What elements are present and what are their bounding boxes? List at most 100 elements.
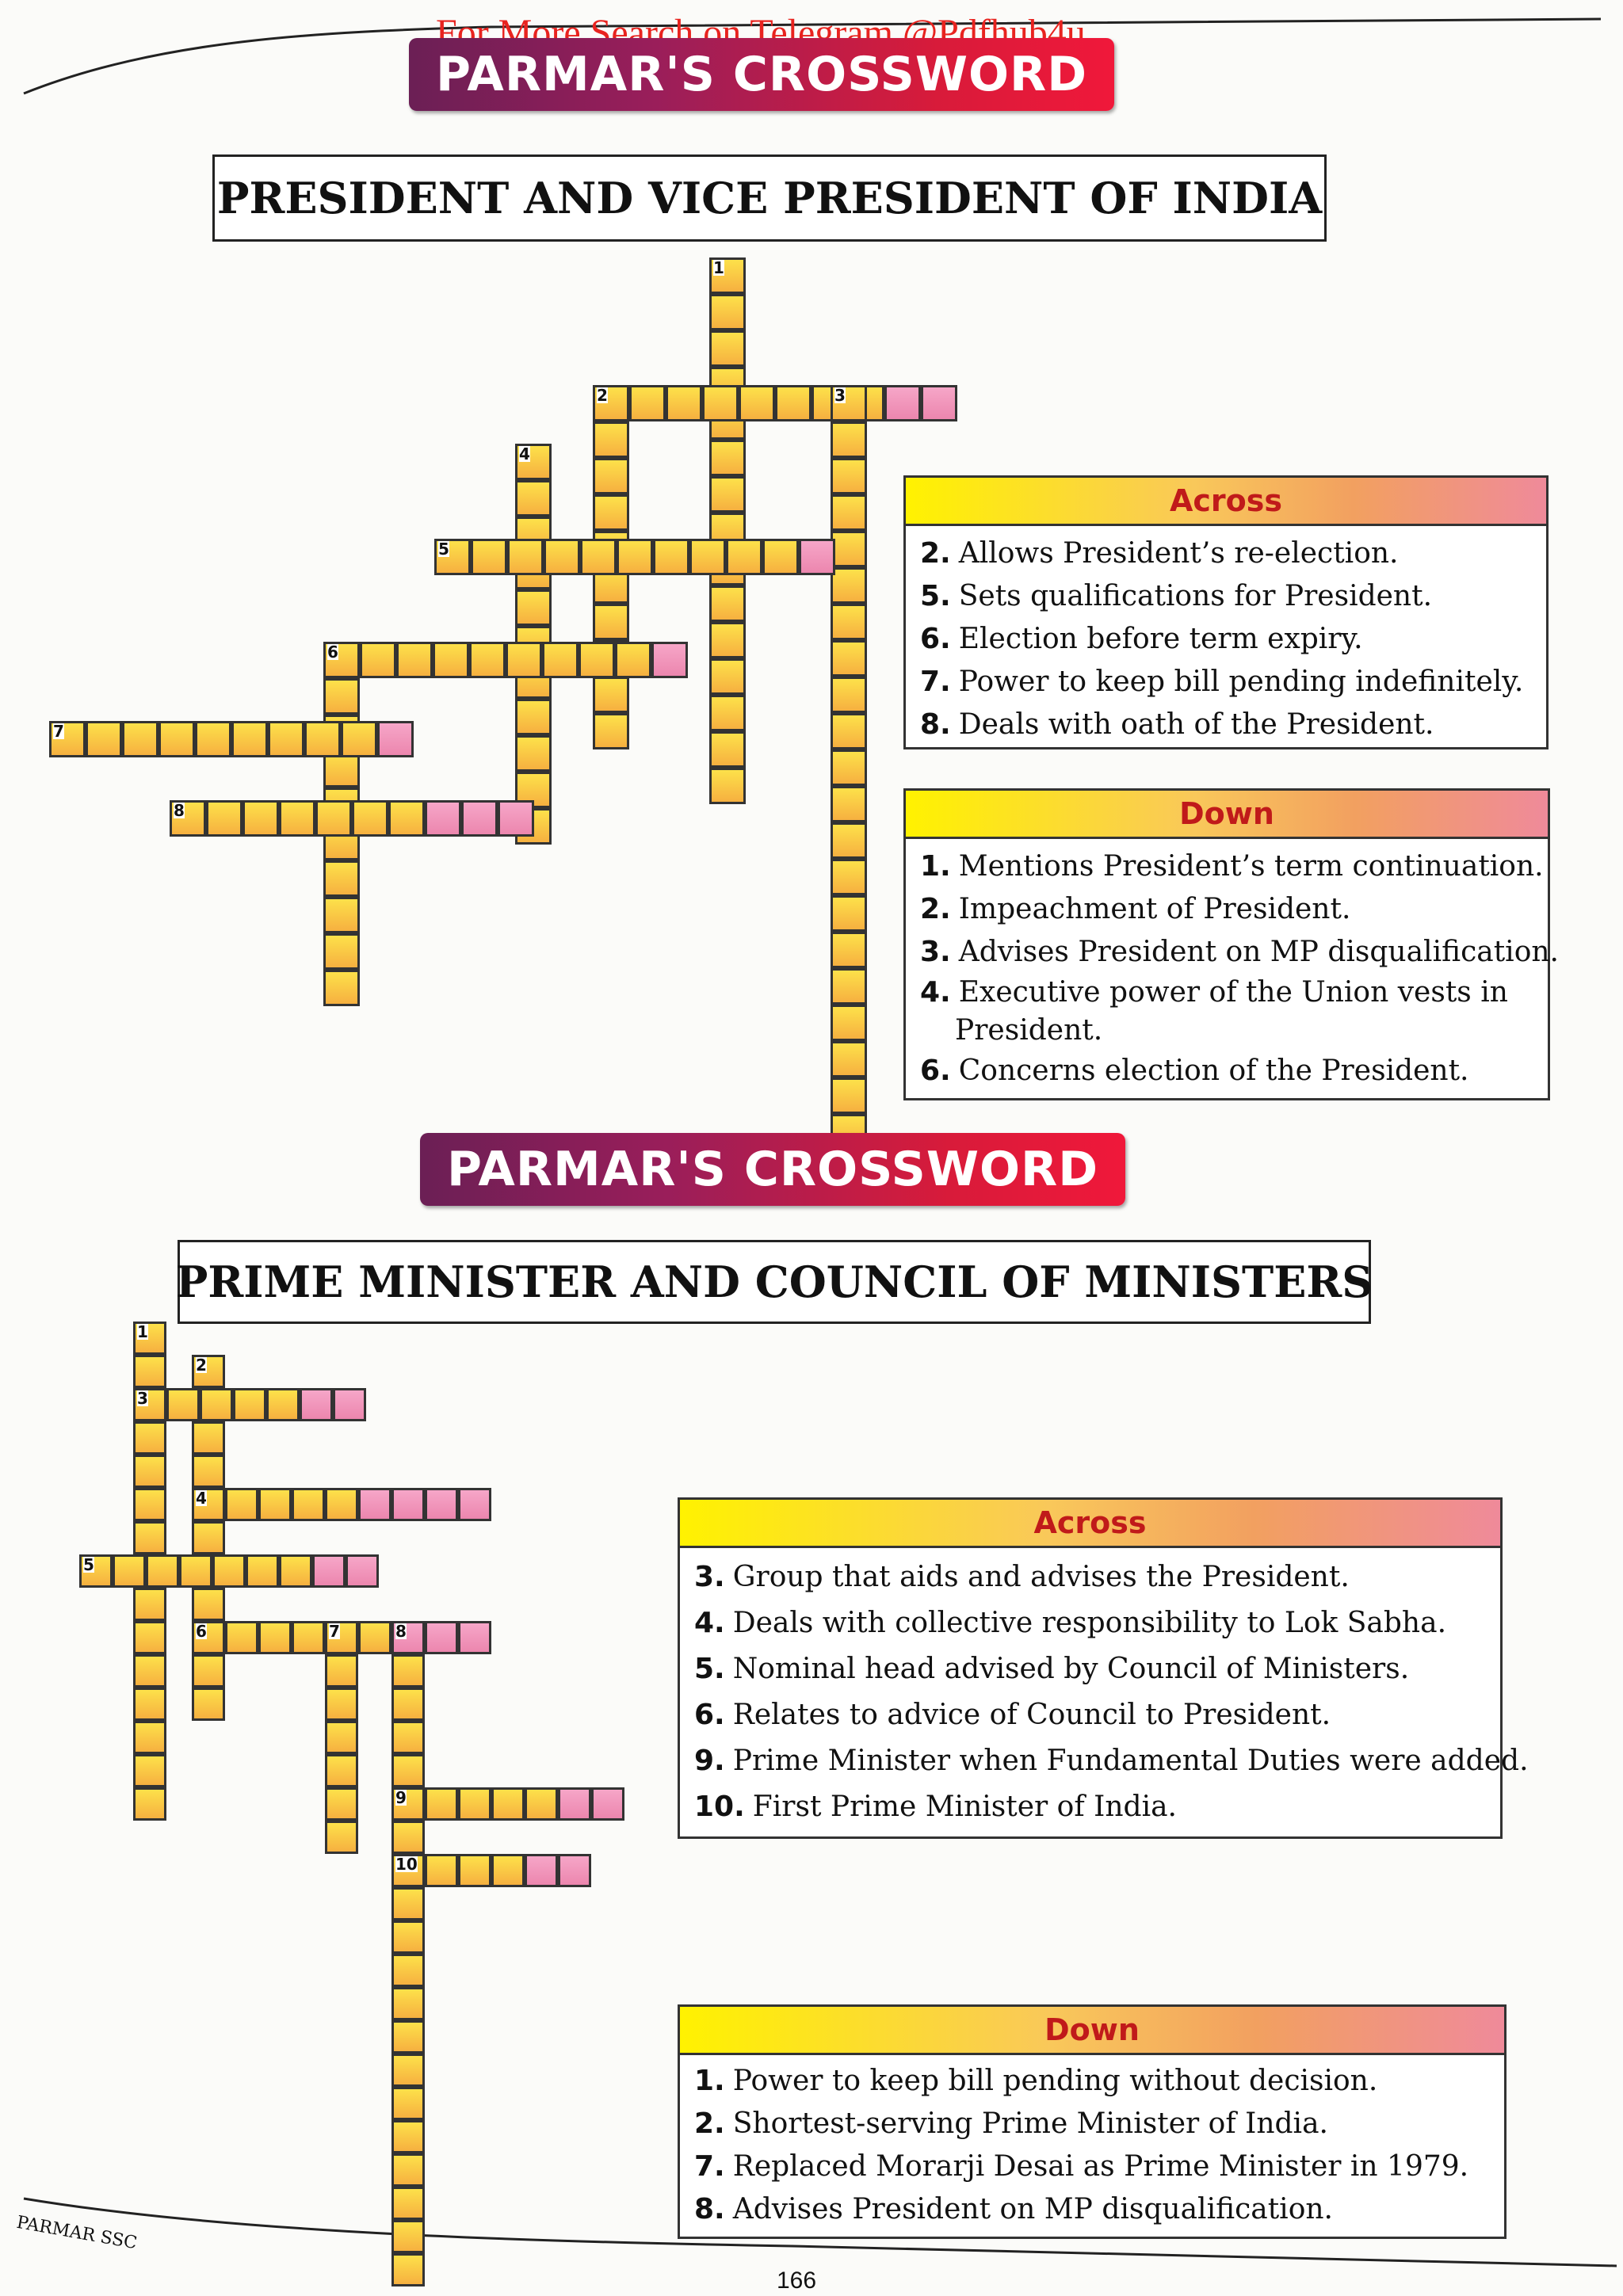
crossword-cell[interactable] <box>158 721 195 757</box>
crossword-cell[interactable] <box>225 1488 258 1521</box>
crossword-cell[interactable] <box>166 1388 200 1421</box>
crossword-cell[interactable] <box>292 1488 325 1521</box>
crossword-cell[interactable] <box>195 721 231 757</box>
crossword-cell[interactable]: 7 <box>49 721 86 757</box>
crossword-cell[interactable] <box>425 1854 458 1887</box>
crossword-cell[interactable] <box>461 800 498 837</box>
crossword-cell[interactable] <box>133 1654 166 1688</box>
crossword-cell[interactable] <box>179 1554 212 1588</box>
crossword-cell[interactable] <box>133 1521 166 1554</box>
crossword-cell[interactable] <box>515 735 552 772</box>
crossword-cell[interactable]: 6 <box>192 1621 225 1654</box>
crossword-cell[interactable] <box>325 1787 358 1821</box>
crossword-cell[interactable]: 10 <box>391 1854 425 1887</box>
crossword-cell[interactable] <box>709 294 746 330</box>
crossword-cell[interactable] <box>346 1554 379 1588</box>
crossword-cell[interactable]: 8 <box>391 1621 425 1654</box>
crossword-cell[interactable] <box>775 385 812 421</box>
crossword-cell[interactable] <box>831 932 867 968</box>
crossword-cell[interactable] <box>233 1388 266 1421</box>
crossword-cell[interactable] <box>491 1854 525 1887</box>
crossword-cell[interactable] <box>212 1554 246 1588</box>
crossword-cell[interactable] <box>133 1588 166 1621</box>
crossword-cell[interactable] <box>323 860 360 897</box>
crossword-cell[interactable] <box>458 1621 491 1654</box>
crossword-cell[interactable] <box>300 1388 333 1421</box>
crossword-cell[interactable] <box>593 421 629 458</box>
crossword-cell[interactable] <box>391 2087 425 2120</box>
crossword-cell[interactable] <box>396 642 433 678</box>
crossword-cell[interactable] <box>506 642 542 678</box>
crossword-cell[interactable] <box>831 859 867 895</box>
crossword-cell[interactable] <box>192 1688 225 1721</box>
crossword-cell[interactable] <box>325 1821 358 1854</box>
crossword-cell[interactable] <box>312 1554 346 1588</box>
crossword-cell[interactable] <box>391 2120 425 2153</box>
crossword-cell[interactable] <box>323 678 360 715</box>
crossword-cell[interactable] <box>615 642 651 678</box>
crossword-cell[interactable] <box>831 895 867 932</box>
crossword-cell[interactable]: 2 <box>593 385 629 421</box>
crossword-cell[interactable] <box>507 539 544 575</box>
crossword-cell[interactable] <box>133 1621 166 1654</box>
crossword-cell[interactable] <box>525 1787 558 1821</box>
crossword-cell[interactable] <box>325 1654 358 1688</box>
crossword-cell[interactable] <box>391 1654 425 1688</box>
crossword-cell[interactable] <box>629 385 666 421</box>
crossword-cell[interactable] <box>831 786 867 822</box>
crossword-cell[interactable] <box>315 800 352 837</box>
crossword-cell[interactable] <box>593 677 629 713</box>
crossword-cell[interactable] <box>133 1688 166 1721</box>
crossword-cell[interactable] <box>579 642 615 678</box>
crossword-cell[interactable] <box>133 1355 166 1388</box>
crossword-cell[interactable] <box>544 539 580 575</box>
crossword-cell[interactable] <box>831 494 867 531</box>
crossword-cell[interactable] <box>391 1821 425 1854</box>
crossword-cell[interactable] <box>515 480 552 517</box>
crossword-cell[interactable] <box>558 1787 591 1821</box>
crossword-cell[interactable] <box>591 1787 624 1821</box>
crossword-cell[interactable] <box>133 1721 166 1754</box>
crossword-cell[interactable] <box>831 531 867 567</box>
crossword-cell[interactable] <box>133 1488 166 1521</box>
crossword-cell[interactable] <box>192 1588 225 1621</box>
crossword-cell[interactable] <box>831 968 867 1005</box>
crossword-cell[interactable] <box>391 1920 425 1954</box>
crossword-cell[interactable]: 5 <box>79 1554 113 1588</box>
crossword-cell[interactable] <box>593 458 629 494</box>
crossword-cell[interactable] <box>242 800 279 837</box>
crossword-cell[interactable] <box>709 585 746 622</box>
crossword-cell[interactable] <box>391 1887 425 1920</box>
crossword-cell[interactable]: 4 <box>192 1488 225 1521</box>
crossword-cell[interactable] <box>133 1421 166 1455</box>
crossword-cell[interactable] <box>360 642 396 678</box>
crossword-cell[interactable] <box>542 642 579 678</box>
crossword-cell[interactable] <box>709 658 746 695</box>
crossword-cell[interactable] <box>425 1488 458 1521</box>
crossword-cell[interactable] <box>122 721 158 757</box>
crossword-cell[interactable] <box>425 1621 458 1654</box>
crossword-cell[interactable] <box>709 731 746 768</box>
crossword-cell[interactable] <box>491 1787 525 1821</box>
crossword-cell[interactable] <box>325 1721 358 1754</box>
crossword-cell[interactable] <box>726 539 762 575</box>
crossword-cell[interactable] <box>391 2187 425 2220</box>
crossword-cell[interactable] <box>192 1455 225 1488</box>
crossword-cell[interactable] <box>651 642 688 678</box>
crossword-cell[interactable] <box>425 1787 458 1821</box>
crossword-cell[interactable]: 4 <box>515 444 552 480</box>
crossword-cell[interactable] <box>739 385 775 421</box>
crossword-cell[interactable] <box>231 721 268 757</box>
crossword-cell[interactable] <box>433 642 469 678</box>
crossword-cell[interactable]: 2 <box>192 1355 225 1388</box>
crossword-cell[interactable] <box>831 1077 867 1114</box>
crossword-cell[interactable] <box>325 1754 358 1787</box>
crossword-cell[interactable] <box>593 713 629 749</box>
crossword-cell[interactable] <box>498 800 534 837</box>
crossword-cell[interactable] <box>799 539 835 575</box>
crossword-cell[interactable]: 7 <box>325 1621 358 1654</box>
crossword-cell[interactable] <box>831 1005 867 1041</box>
crossword-cell[interactable] <box>831 567 867 604</box>
crossword-cell[interactable] <box>391 1754 425 1787</box>
crossword-cell[interactable] <box>325 1688 358 1721</box>
